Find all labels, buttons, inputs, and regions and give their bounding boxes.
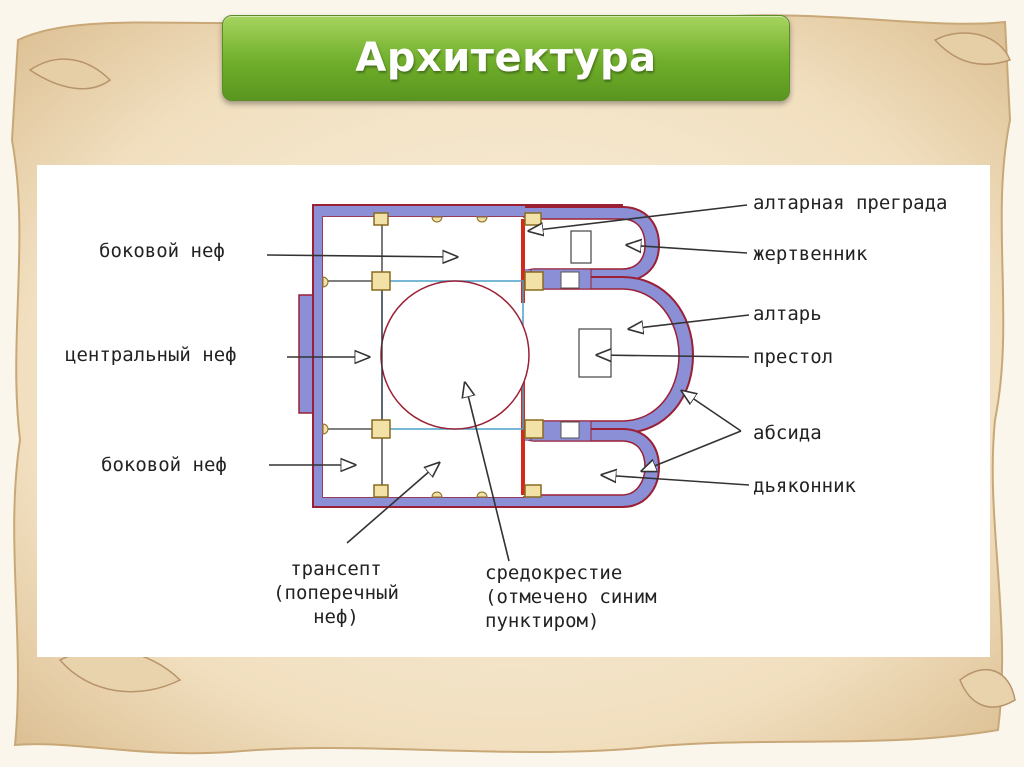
apse-openings (560, 271, 580, 439)
label-crossing-line2: (отмечено синим (485, 586, 657, 608)
label-crossing-line1: средокрестие (485, 562, 623, 584)
wall-niches (322, 216, 488, 498)
label-prothesis: жертвенник (753, 243, 868, 265)
label-altar-barrier: алтарная преграда (753, 192, 948, 214)
title-banner: Архитектура (222, 15, 790, 101)
floor-plan-svg (266, 204, 750, 562)
label-crossing: средокрестие (отмечено синим пунктиром) (485, 561, 657, 633)
dome-circle (380, 280, 530, 430)
label-side-nave-top: боковой неф (99, 240, 225, 262)
label-diaconicon: дьяконник (753, 475, 856, 497)
page-title: Архитектура (355, 35, 657, 81)
church-plan-diagram: алтарная преграда жертвенник алтарь прес… (37, 165, 990, 657)
label-altar: алтарь (753, 303, 822, 325)
label-apse: абсида (753, 422, 822, 444)
throne-table (578, 328, 612, 378)
label-central-nave: центральный неф (65, 344, 237, 366)
label-crossing-line3: пунктиром) (485, 610, 600, 632)
leader-arrows (266, 204, 750, 562)
label-side-nave-bottom: боковой неф (101, 454, 227, 476)
label-transept-line3: неф) (313, 606, 359, 628)
label-transept: трансепт (поперечный неф) (251, 557, 421, 629)
prothesis-table (570, 230, 592, 264)
label-throne: престол (753, 346, 834, 368)
label-transept-line2: (поперечный (273, 582, 399, 604)
label-transept-line1: трансепт (290, 558, 382, 580)
